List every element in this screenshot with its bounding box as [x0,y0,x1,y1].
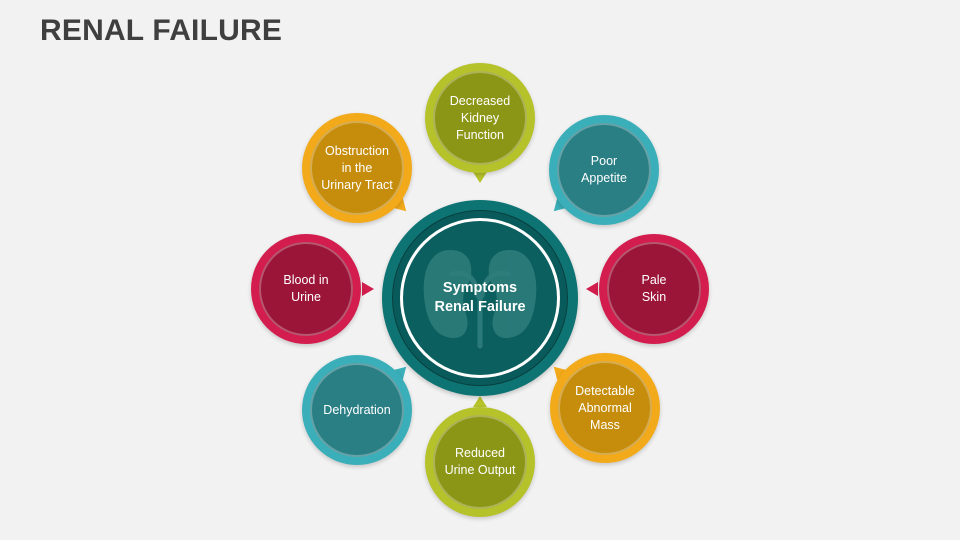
node-label: Blood in Urine [283,273,329,304]
node-decreased-kidney-function: Decreased Kidney Function [425,63,535,173]
node-detectable-abnormal-mass: Detectable Abnormal Mass [550,353,660,463]
node-reduced-urine-output: Reduced Urine Output [425,407,535,517]
node-label: Poor Appetite [581,154,627,185]
node-label: Reduced Urine Output [444,446,516,477]
pointer-blood-in-urine [362,282,374,296]
node-label: Detectable Abnormal Mass [575,383,635,432]
kidney-icon [423,250,537,349]
node-pale-skin: Pale Skin [599,234,709,344]
center-hub: Symptoms Renal Failure [382,200,578,396]
pointer-reduced-urine-output [473,396,487,407]
node-label: Obstruction in the Urinary Tract [321,143,393,192]
pointer-pale-skin [586,282,598,296]
node-poor-appetite: Poor Appetite [549,115,659,225]
node-label: Dehydration [323,402,391,417]
node-obstruction-urinary-tract: Obstruction in the Urinary Tract [302,113,412,223]
node-blood-in-urine: Blood in Urine [251,234,361,344]
page-title: RENAL FAILURE [40,14,283,47]
pointer-decreased-kidney-function [473,172,487,183]
node-label: Decreased Kidney Function [449,93,511,142]
node-dehydration: Dehydration [302,355,412,465]
center-label: Symptoms Renal Failure [434,280,526,315]
node-label: Pale Skin [641,273,667,304]
